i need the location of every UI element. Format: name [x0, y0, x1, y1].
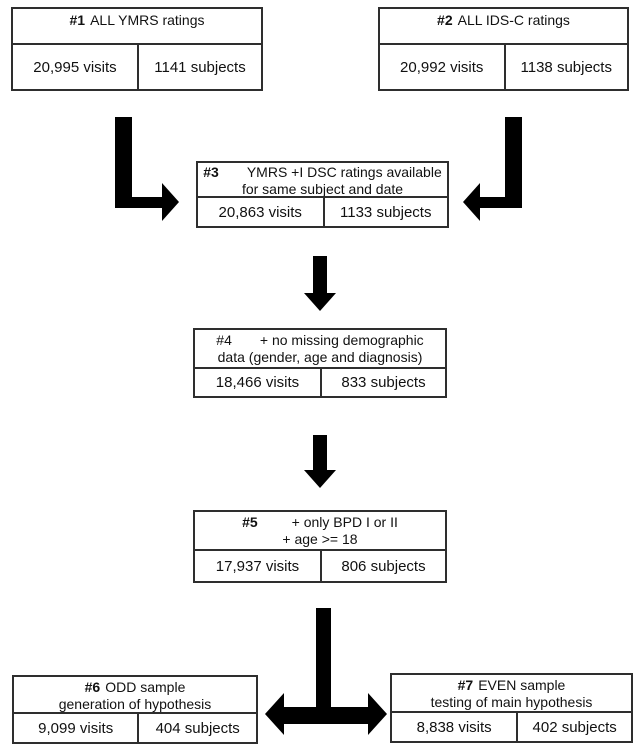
flow-box-5-header: #5 + only BPD I or II + age >= 18	[195, 512, 445, 549]
step-number: #6	[84, 679, 101, 695]
flow-box-5-data: 17,937 visits 806 subjects	[195, 549, 445, 581]
title-line-2: for same subject and date	[241, 181, 404, 197]
arrow-down-icon	[304, 435, 336, 488]
flow-box-7-even-sample: #7 EVEN sample testing of main hypothesi…	[390, 673, 633, 743]
flow-box-4-title: #4 + no missing demographic	[216, 332, 423, 349]
step-number: #1	[69, 12, 86, 28]
visits-cell: 20,992 visits	[400, 58, 484, 76]
flow-box-7-header: #7 EVEN sample testing of main hypothesi…	[392, 675, 631, 711]
flow-box-2-data: 20,992 visits 1138 subjects	[380, 43, 627, 89]
visits-cell: 20,863 visits	[218, 203, 302, 221]
step-number: #3	[203, 164, 219, 180]
subjects-cell: 1138 subjects	[503, 45, 628, 89]
visits-cell: 18,466 visits	[215, 374, 300, 391]
flow-box-5-title: #5 + only BPD I or II	[242, 514, 398, 531]
title-line-1: EVEN sample	[478, 677, 566, 693]
title-line-1: YMRS +I DSC ratings available	[246, 164, 442, 180]
flow-box-6-data: 9,099 visits 404 subjects	[14, 712, 256, 742]
arrow-down-left-icon	[463, 117, 522, 221]
arrow-down-icon	[304, 256, 336, 311]
flow-box-1-header: #1 ALL YMRS ratings	[13, 9, 261, 43]
flow-box-2-all-idsc: #2 ALL IDS-C ratings 20,992 visits 1138 …	[378, 7, 629, 91]
visits-cell: 17,937 visits	[215, 557, 300, 575]
step-number: #7	[457, 677, 474, 693]
visits-cell: 20,995 visits	[33, 58, 117, 76]
title-line-1: + only BPD I or II	[291, 514, 398, 530]
flow-box-6-title: #6 ODD sample	[85, 679, 186, 696]
flow-box-7-title: #7 EVEN sample	[458, 677, 566, 694]
step-number: #5	[242, 514, 258, 530]
title-line-1: ALL YMRS ratings	[90, 12, 205, 28]
flow-box-2-header: #2 ALL IDS-C ratings	[380, 9, 627, 43]
flow-box-1-title: #1 ALL YMRS ratings	[70, 12, 205, 29]
subjects-cell: 806 subjects	[320, 551, 445, 581]
flow-box-3-data: 20,863 visits 1133 subjects	[198, 196, 447, 226]
flow-box-2-title: #2 ALL IDS-C ratings	[437, 12, 570, 29]
title-line-2: generation of hypothesis	[58, 696, 212, 712]
flow-box-1-data: 20,995 visits 1141 subjects	[13, 43, 261, 89]
subjects-cell: 404 subjects	[137, 714, 256, 742]
flow-box-4-data: 18,466 visits 833 subjects	[195, 367, 445, 396]
flow-box-3-header: #3 YMRS +I DSC ratings available for sam…	[198, 163, 447, 197]
visits-cell: 9,099 visits	[38, 719, 114, 737]
step-number: #2	[437, 12, 453, 28]
arrow-split-left-right-icon	[265, 608, 387, 735]
title-line-1: ODD sample	[105, 679, 186, 695]
flow-box-6-header: #6 ODD sample generation of hypothesis	[14, 677, 256, 712]
flow-box-3-matched-ratings: #3 YMRS +I DSC ratings available for sam…	[196, 161, 449, 228]
flow-box-7-data: 8,838 visits 402 subjects	[392, 711, 631, 741]
flow-box-3-title: #3 YMRS +I DSC ratings available	[203, 164, 442, 181]
flow-box-5-bpd-adults: #5 + only BPD I or II + age >= 18 17,937…	[193, 510, 447, 583]
subjects-cell: 833 subjects	[320, 369, 445, 396]
flow-box-6-odd-sample: #6 ODD sample generation of hypothesis 9…	[12, 675, 258, 744]
subjects-cell: 1133 subjects	[322, 198, 448, 226]
title-line-1: + no missing demographic	[259, 332, 424, 348]
title-line-2: data (gender, age and diagnosis)	[217, 349, 423, 365]
step-number: #4	[216, 332, 232, 348]
flow-box-1-all-ymrs: #1 ALL YMRS ratings 20,995 visits 1141 s…	[11, 7, 263, 91]
title-line-2: + age >= 18	[282, 531, 358, 547]
title-line-2: testing of main hypothesis	[430, 694, 593, 710]
subjects-cell: 402 subjects	[516, 713, 631, 741]
flow-box-4-header: #4 + no missing demographic data (gender…	[195, 330, 445, 367]
subjects-cell: 1141 subjects	[137, 45, 261, 89]
title-line-1: ALL IDS-C ratings	[457, 12, 570, 28]
arrow-down-right-icon	[115, 117, 179, 221]
visits-cell: 8,838 visits	[416, 718, 492, 736]
flow-box-4-no-missing-demographics: #4 + no missing demographic data (gender…	[193, 328, 447, 398]
